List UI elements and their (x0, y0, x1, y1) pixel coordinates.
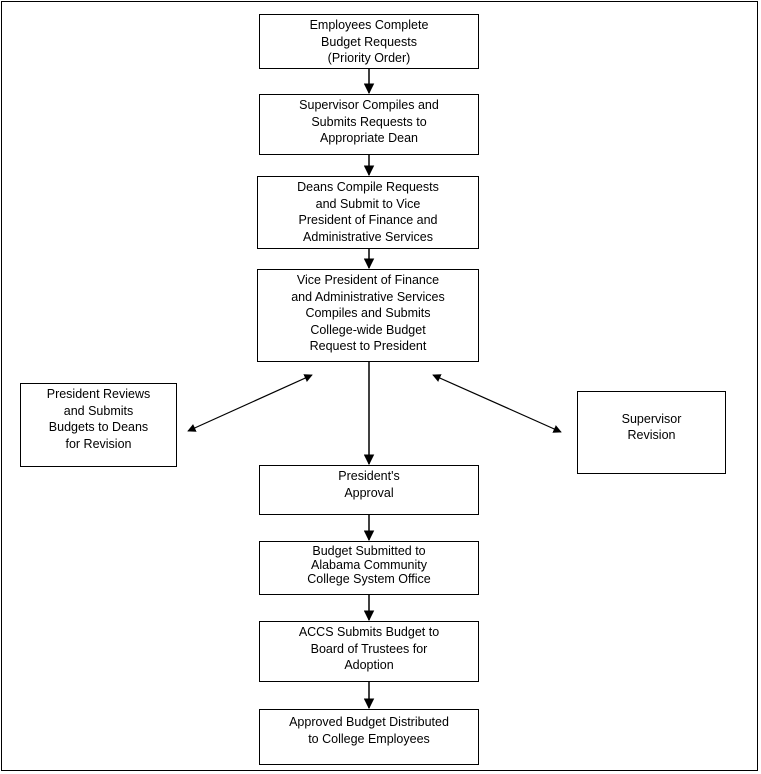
step-accs-submits-to-board: ACCS Submits Budget to Board of Trustees… (259, 621, 479, 682)
step-presidents-approval: President's Approval (259, 465, 479, 515)
step-vp-compiles-submits: Vice President of Finance and Administra… (257, 269, 479, 362)
step-label: Supervisor Compiles and Submits Requests… (299, 98, 439, 145)
step-label: Supervisor Revision (621, 411, 682, 443)
step-submitted-to-accs-office: Budget Submitted to Alabama Community Co… (259, 541, 479, 595)
step-label: Approved Budget Distributed to College E… (289, 715, 449, 746)
step-deans-compile: Deans Compile Requests and Submit to Vic… (257, 176, 479, 249)
step-label: President Reviews and Submits Budgets to… (46, 387, 151, 451)
step-supervisor-revision: Supervisor Revision (577, 391, 726, 474)
step-employees-complete-requests: Employees Complete Budget Requests (Prio… (259, 14, 479, 69)
step-label: Vice President of Finance and Administra… (291, 273, 445, 353)
step-supervisor-compiles: Supervisor Compiles and Submits Requests… (259, 94, 479, 155)
step-president-reviews-revision: President Reviews and Submits Budgets to… (20, 383, 177, 467)
step-label: Budget Submitted to Alabama Community Co… (307, 544, 431, 586)
step-label: Deans Compile Requests and Submit to Vic… (297, 180, 439, 244)
step-label: President's Approval (338, 469, 400, 500)
step-label: ACCS Submits Budget to Board of Trustees… (298, 625, 440, 672)
step-label: Employees Complete Budget Requests (Prio… (309, 18, 429, 65)
step-approved-budget-distributed: Approved Budget Distributed to College E… (259, 709, 479, 765)
